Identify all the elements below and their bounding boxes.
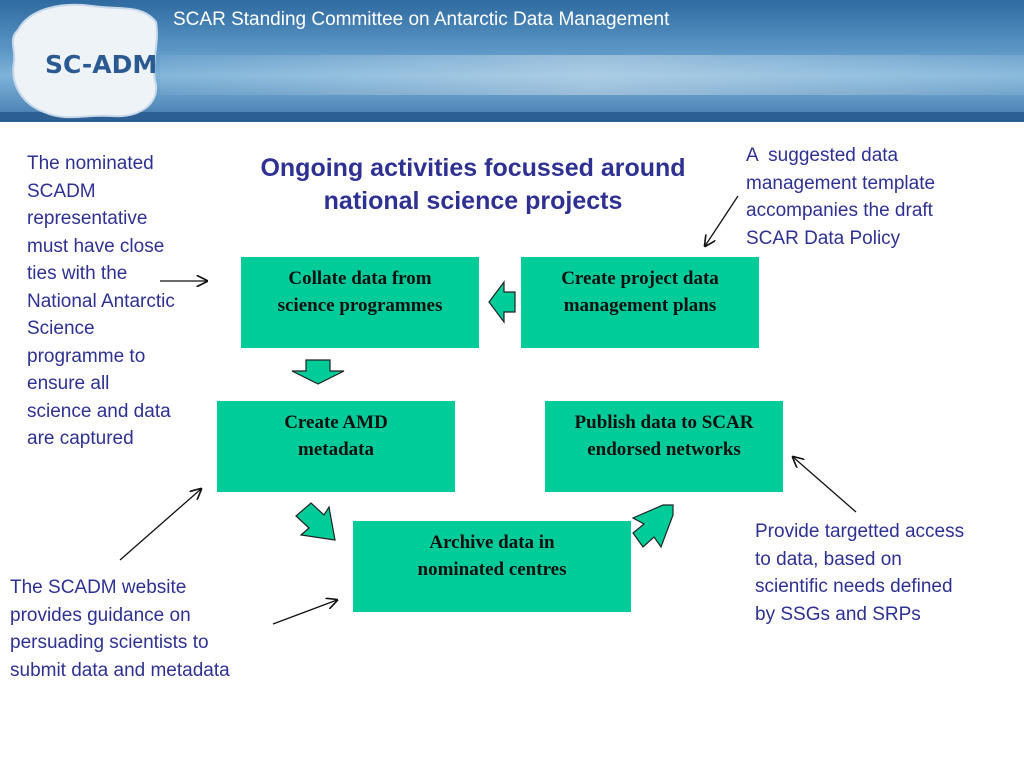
box-line: Collate data from	[288, 268, 432, 289]
note-line: ensure all	[27, 373, 110, 394]
antarctica-map-icon	[11, 3, 158, 119]
flow-arrow-down-icon	[291, 359, 345, 385]
note-access: Provide targetted access to data, based …	[755, 518, 1020, 628]
note-line: management template	[746, 172, 936, 194]
header-banner: SC-ADM SCAR Standing Committee on Antarc…	[0, 0, 1024, 122]
box-line: nominated centres	[417, 559, 567, 580]
note-line: must have close	[27, 235, 165, 257]
callout-arrow-website-metadata	[119, 489, 201, 561]
note-line: ties with the	[27, 263, 128, 284]
note-line: provides guidance on	[10, 604, 191, 626]
flow-arrow-up-right-icon	[631, 504, 674, 549]
flow-arrow-left-icon	[488, 280, 516, 324]
note-line: accompanies the draft	[746, 200, 933, 221]
box-line: metadata	[298, 439, 374, 460]
box-line: Create AMD	[284, 412, 388, 433]
note-line: persuading scientists to	[10, 632, 209, 653]
box-create-plans: Create project data management plans	[521, 257, 759, 348]
note-line: are captured	[27, 428, 134, 449]
note-line: submit data and metadata	[10, 659, 230, 681]
box-create-metadata: Create AMD metadata	[217, 401, 455, 492]
box-line: Publish data to SCAR	[574, 412, 754, 433]
note-line: scientific needs defined	[755, 576, 953, 597]
box-line: management plans	[563, 295, 717, 316]
flow-arrow-down-right-icon	[295, 502, 336, 541]
note-line: by SSGs and SRPs	[755, 603, 921, 625]
slide-title-line: Ongoing activities focussed around	[260, 154, 686, 182]
box-collate-data: Collate data from science programmes	[241, 257, 479, 348]
note-line: SCADM	[27, 180, 96, 202]
box-line: endorsed networks	[587, 439, 741, 460]
note-line: A suggested data	[746, 145, 899, 166]
note-line: to data, based on	[755, 548, 902, 570]
note-representative: The nominated SCADM representative must …	[27, 150, 212, 453]
note-line: The SCADM website	[10, 577, 187, 598]
header-title: SCAR Standing Committee on Antarctic Dat…	[173, 9, 670, 30]
box-publish-data: Publish data to SCAR endorsed networks	[545, 401, 783, 492]
note-website: The SCADM website provides guidance on p…	[10, 574, 290, 684]
box-line: science programmes	[277, 295, 443, 316]
note-line: programme to	[27, 345, 146, 367]
callout-arrow-access	[793, 457, 857, 513]
slide-title-line: national science projects	[323, 187, 623, 215]
box-line: Archive data in	[429, 532, 555, 553]
banner-ice-streak	[160, 55, 1024, 95]
note-line: National Antarctic	[27, 290, 175, 312]
note-line: The nominated	[27, 153, 154, 174]
slide-title: Ongoing activities focussed around natio…	[218, 152, 728, 218]
note-line: Science	[27, 318, 95, 339]
note-line: science and data	[27, 400, 171, 422]
box-archive-data: Archive data in nominated centres	[353, 521, 631, 612]
note-template: A suggested data management template acc…	[746, 142, 1006, 252]
logo-text: SC-ADM	[45, 50, 158, 79]
note-line: Provide targetted access	[755, 521, 965, 542]
note-line: representative	[27, 208, 148, 229]
note-line: SCAR Data Policy	[746, 227, 901, 249]
box-line: Create project data	[561, 268, 719, 289]
banner-bottom-strip	[0, 112, 1024, 122]
